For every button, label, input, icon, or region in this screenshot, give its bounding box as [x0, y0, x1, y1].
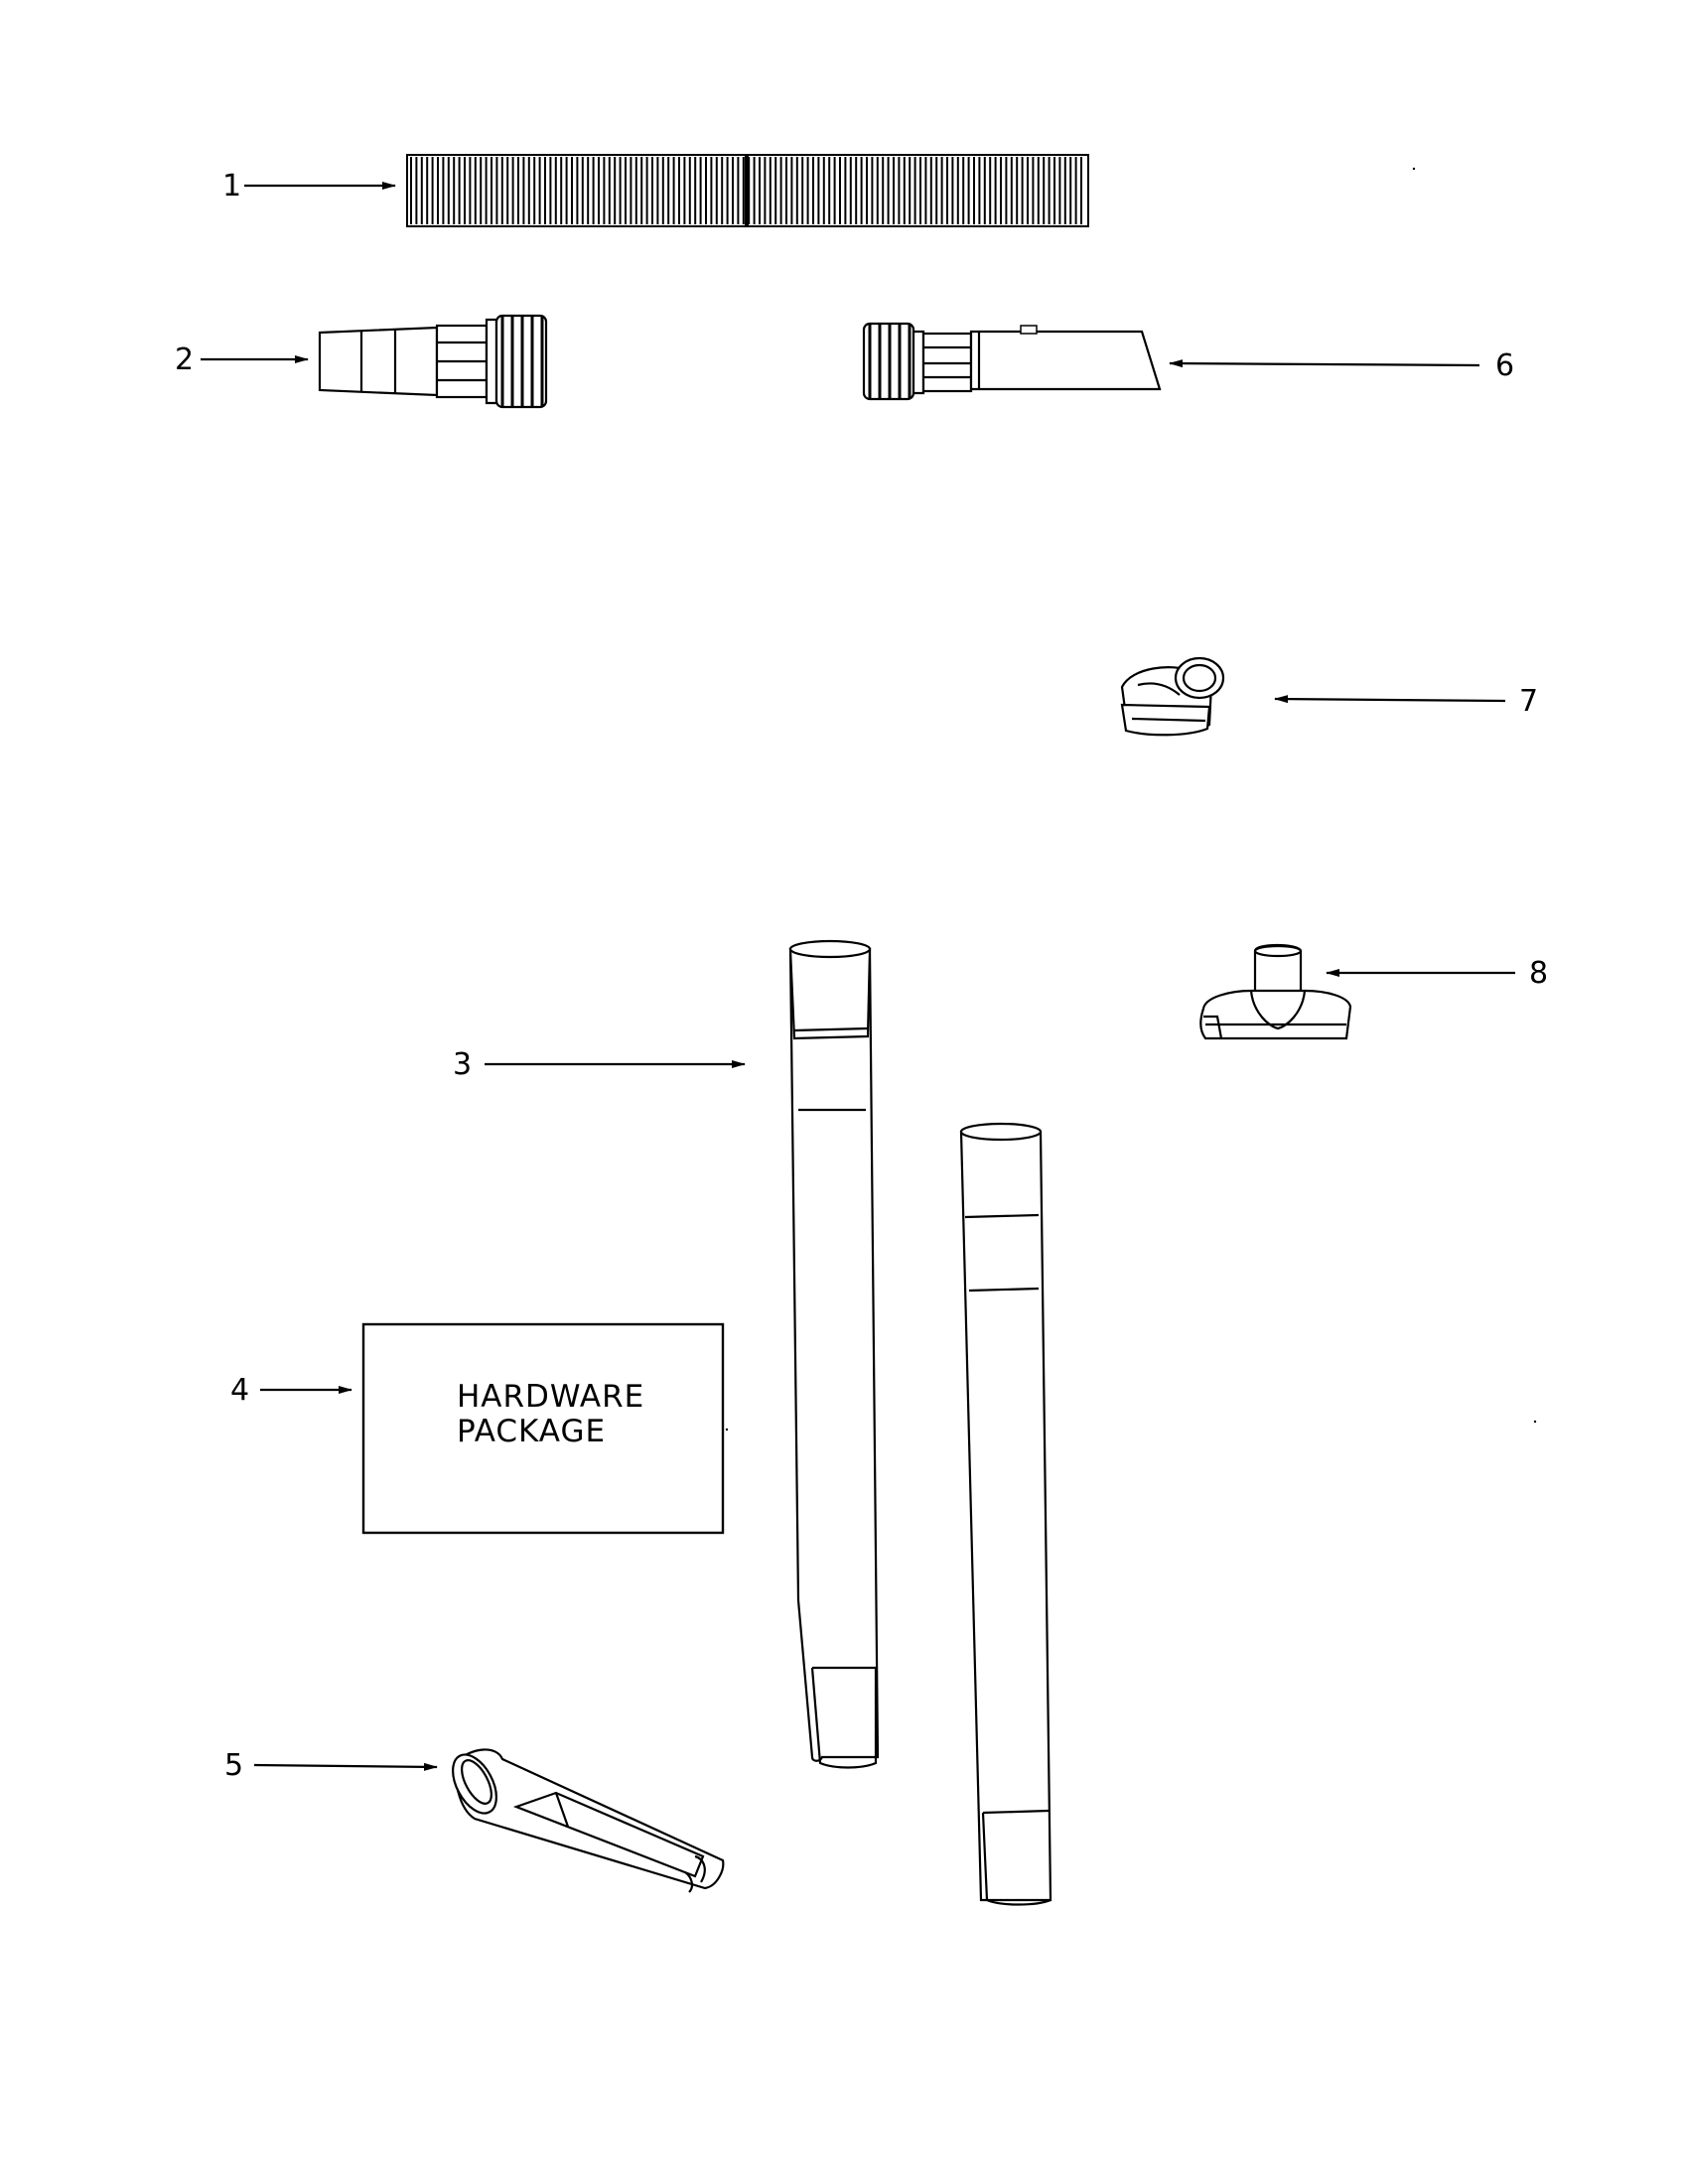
part-4-hardware-package: HARDWARE PACKAGE — [361, 1322, 725, 1535]
callout-6-arrow — [1169, 359, 1480, 368]
callout-7: 7 — [1274, 684, 1538, 719]
callout-6-label: 6 — [1495, 348, 1514, 383]
callout-5-label: 5 — [224, 1748, 243, 1783]
hose-ribs — [410, 157, 1082, 224]
part-8-upholstery-nozzle — [1199, 943, 1352, 1040]
scan-speck — [1412, 167, 1416, 171]
part-3-wand-left — [788, 939, 880, 1769]
package-label-line2: PACKAGE — [457, 1414, 606, 1449]
callout-5-arrow — [253, 1762, 438, 1771]
part-3-wand-right — [959, 1122, 1052, 1906]
callout-3: 3 — [453, 1047, 746, 1082]
callout-4-label: 4 — [230, 1373, 249, 1408]
callout-4: 4 — [230, 1373, 352, 1408]
callout-2-label: 2 — [175, 342, 194, 377]
scan-speck — [725, 1428, 729, 1432]
callout-1-label: 1 — [222, 169, 241, 204]
package-label-line1: HARDWARE — [457, 1379, 644, 1415]
callout-7-label: 7 — [1519, 684, 1538, 719]
callout-3-label: 3 — [453, 1047, 472, 1082]
callout-8-label: 8 — [1529, 956, 1548, 991]
callout-5: 5 — [224, 1748, 438, 1783]
callout-2: 2 — [175, 342, 309, 377]
callout-7-arrow — [1274, 695, 1506, 704]
part-7-nozzle — [1120, 656, 1225, 737]
callout-1: 1 — [222, 169, 396, 204]
part-6-utility-nozzle — [862, 322, 1162, 401]
callout-8: 8 — [1326, 956, 1548, 991]
callout-6: 6 — [1169, 348, 1514, 383]
part-2-adapter — [318, 314, 548, 409]
part-1-hose — [406, 154, 1089, 227]
part-5-crevice-tool — [452, 1748, 725, 1893]
scan-speck — [1533, 1420, 1537, 1424]
